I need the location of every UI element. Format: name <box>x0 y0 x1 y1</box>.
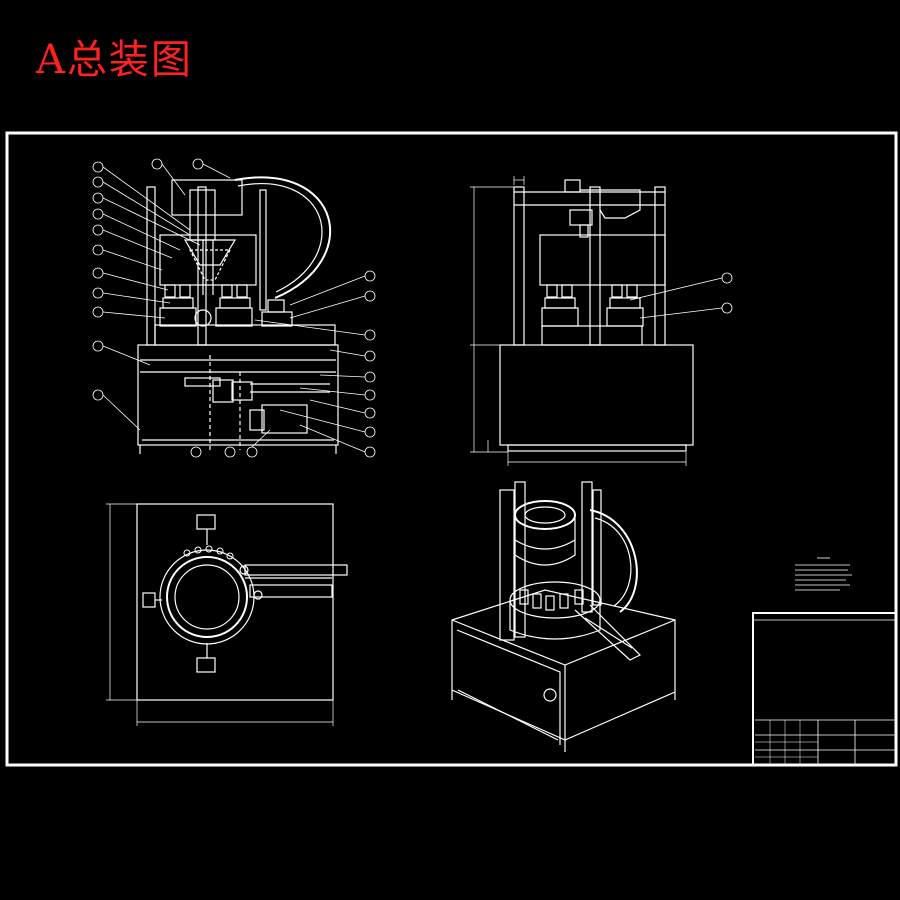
top-view <box>106 503 348 726</box>
isometric-view <box>451 481 676 752</box>
title-block <box>752 612 897 766</box>
front-view <box>92 158 376 458</box>
sheet-border <box>5 131 898 767</box>
technical-notes-lines <box>795 557 852 591</box>
drawing-title: A总装图 <box>36 37 193 83</box>
side-view <box>470 176 733 466</box>
